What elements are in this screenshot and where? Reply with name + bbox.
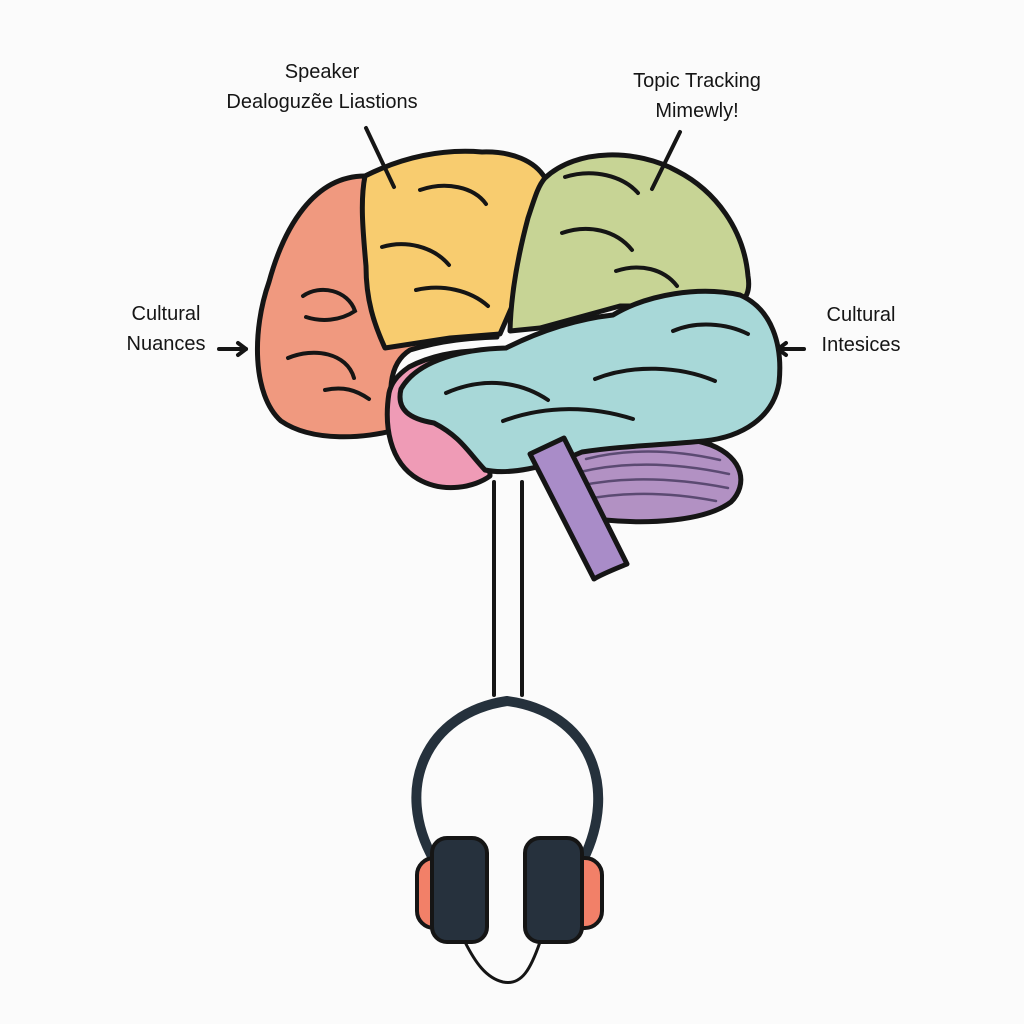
topic-tracking-label-line-1: Topic Tracking [633, 70, 761, 92]
cerebellum-folds [576, 450, 731, 503]
brainstem [527, 435, 630, 582]
cultural-nuances-label-line-1: Cultural [131, 303, 201, 325]
headphone-band [411, 695, 604, 865]
speaker-pointer-line [364, 126, 396, 189]
topic-pointer-line [650, 130, 682, 191]
headphone-lower-cord [463, 940, 542, 985]
cultural-nuances-arrow [217, 341, 248, 357]
brain-illustration [255, 148, 783, 582]
cultural-nuances-label-line-2: Nuances [126, 333, 206, 355]
topic-tracking-label-line-2: Mimewly! [655, 100, 739, 122]
cultural-nuances-label: Cultural Nuances [108, 299, 224, 359]
brain-fold-lines [286, 171, 750, 423]
cultural-intesices-label-line-2: Intesices [821, 334, 901, 356]
cultural-intesices-label-line-1: Cultural [826, 304, 896, 326]
speaker-label-line-2: Dealoguzẽe Liastions [226, 91, 418, 113]
headphone-cord [492, 480, 524, 697]
topic-tracking-label: Topic Tracking Mimewly! [612, 66, 782, 126]
left-ear-cup [430, 836, 489, 944]
speaker-label: Speaker Dealoguzẽe Liastions [210, 57, 434, 117]
speaker-label-line-1: Speaker [284, 61, 360, 83]
right-ear-cup [523, 836, 584, 944]
pointer-lines [217, 126, 806, 357]
headphones [411, 695, 604, 985]
cultural-intesices-arrow [776, 341, 806, 357]
cultural-intesices-label: Cultural Intesices [804, 300, 918, 360]
temporal-lobe-blue [397, 288, 783, 475]
